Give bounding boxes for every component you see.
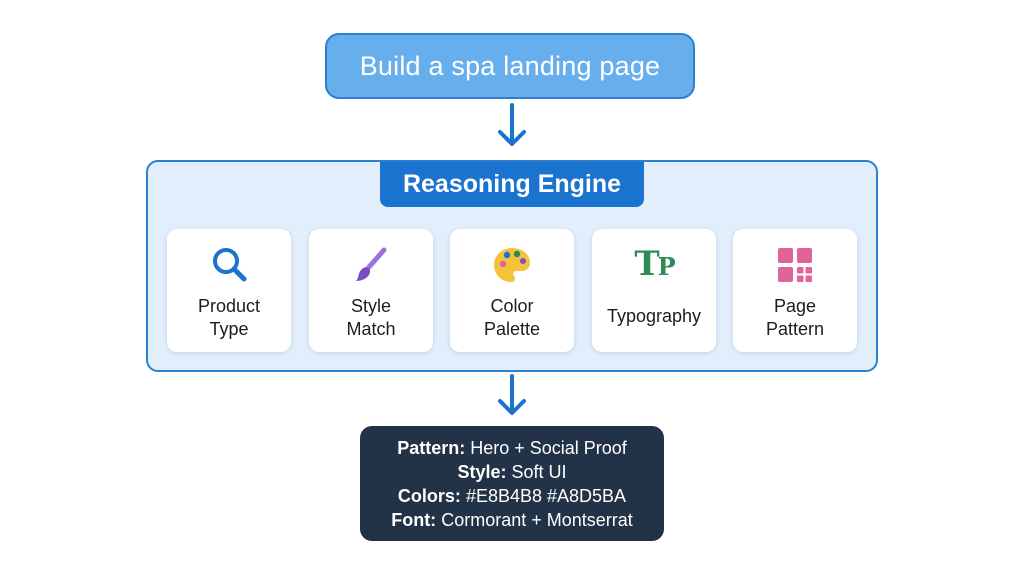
arrow-down-icon [495, 103, 529, 149]
card-typography: TP Typography [592, 229, 716, 352]
card-label: Typography [606, 306, 702, 326]
card-label: Style Match [346, 296, 396, 339]
result-line-pattern: Pattern: Hero + Social Proof [397, 438, 627, 458]
result-line-style: Style: Soft UI [457, 462, 567, 482]
card-label: Page Pattern [765, 296, 825, 339]
paintbrush-icon [351, 245, 391, 285]
result-line-font: Font: Cormorant + Montserrat [391, 510, 633, 530]
palette-icon [492, 245, 532, 285]
arrow-down-icon [495, 374, 529, 420]
prompt-text: Build a spa landing page [359, 50, 661, 81]
magnifier-icon [209, 245, 249, 285]
prompt-box: Build a spa landing page [325, 33, 695, 99]
card-page-pattern: Page Pattern [733, 229, 857, 352]
result-line-colors: Colors: #E8B4B8 #A8D5BA [397, 486, 627, 506]
card-product-type: Product Type [167, 229, 291, 352]
result-box: Pattern: Hero + Social Proof Style: Soft… [360, 426, 664, 541]
card-label: Product Type [197, 296, 261, 339]
card-style-match: Style Match [309, 229, 433, 352]
grid-layout-icon [775, 245, 815, 285]
card-color-palette: Color Palette [450, 229, 574, 352]
typography-icon: TP [634, 243, 675, 284]
card-label: Color Palette [483, 296, 541, 339]
reasoning-engine-title: Reasoning Engine [380, 162, 644, 207]
